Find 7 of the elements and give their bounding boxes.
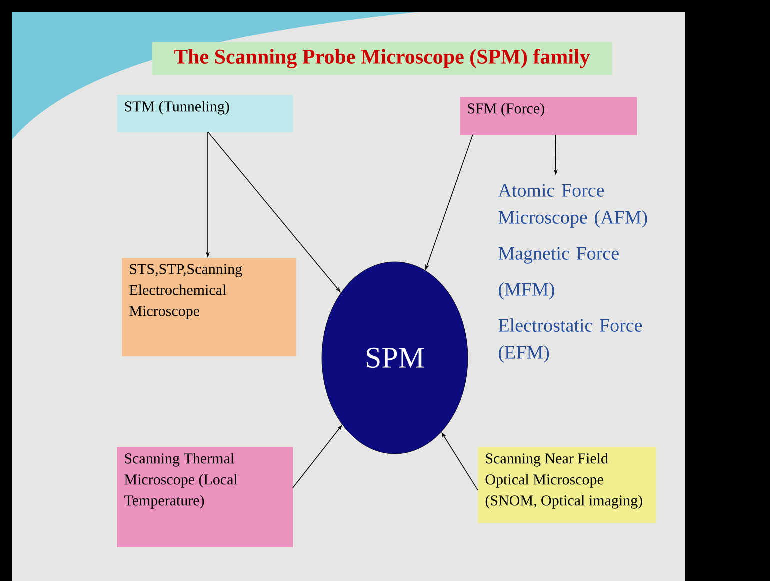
process-box: Scanning Thermal Microscope (Local Temperature) <box>117 447 294 548</box>
process-box: STM (Tunneling) <box>117 95 294 132</box>
title-banner: The Scanning Probe Microscope (SPM) family <box>152 42 612 76</box>
process-box: SFM (Force) <box>460 97 638 136</box>
method-list: Atomic Force Microscope (AFM) Magnetic Force (MFM) Electrostatic Force (EFM) <box>498 184 648 363</box>
process-box: Scanning Near Field Optical Microscope (SNOM, Optical imaging) <box>478 447 656 524</box>
process-box: STS,STP,Scanning Electrochemical Microscope <box>122 258 296 356</box>
